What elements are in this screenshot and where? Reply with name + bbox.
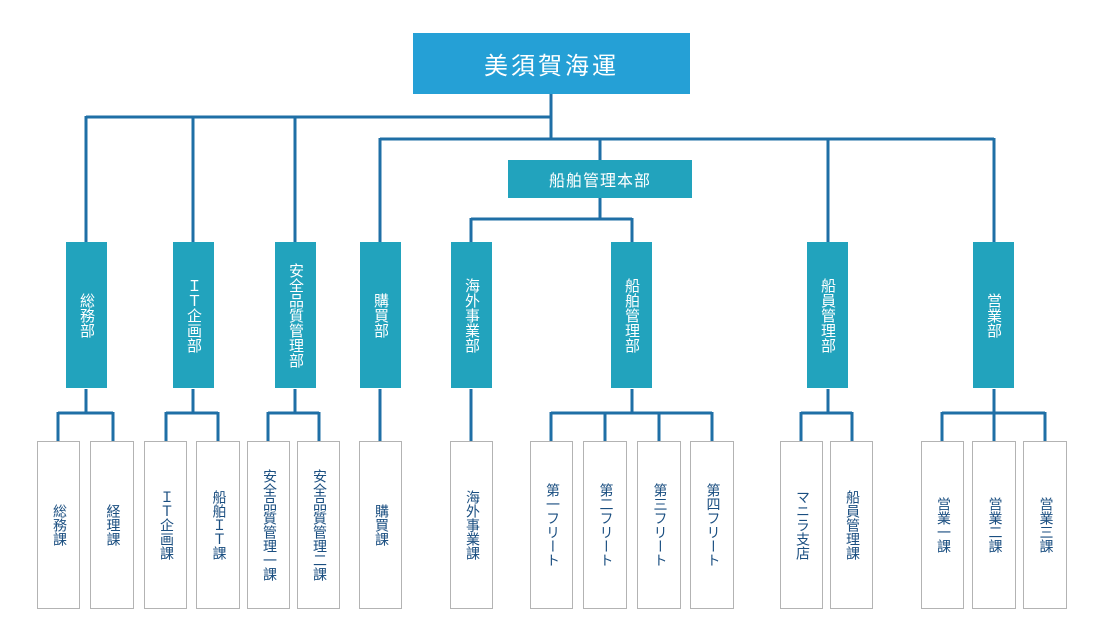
section-box: ＩＴ企画課 <box>144 441 187 609</box>
section-label: 船員管理課 <box>844 490 860 560</box>
department-box: ＩＴ企画部 <box>173 242 214 388</box>
section-label: 安全品質管理二課 <box>311 469 327 581</box>
section-label: 安全品質管理一課 <box>261 469 277 581</box>
department-label: ＩＴ企画部 <box>185 277 203 353</box>
section-box: 経理課 <box>90 441 134 609</box>
section-box: 営業二課 <box>972 441 1016 609</box>
section-label: 第二フリート <box>597 483 614 567</box>
section-box: 安全品質管理一課 <box>247 441 290 609</box>
section-label: 海外事業課 <box>464 490 480 560</box>
section-label: 営業三課 <box>1037 497 1054 553</box>
department-label: 総務部 <box>78 292 96 338</box>
headquarters-name: 船舶管理本部 <box>548 171 651 190</box>
section-box: マニラ支店 <box>780 441 823 609</box>
section-label: ＩＴ企画課 <box>158 490 174 560</box>
section-label: 経理課 <box>104 504 121 546</box>
section-box: 営業一課 <box>921 441 964 609</box>
section-label: マニラ支店 <box>794 490 810 560</box>
section-label: 船舶ＩＴ課 <box>210 490 227 560</box>
company-name: 美須賀海運 <box>484 52 619 80</box>
section-box: 船舶ＩＴ課 <box>196 441 240 609</box>
department-box: 総務部 <box>66 242 107 388</box>
department-box: 船舶管理部 <box>611 242 652 388</box>
department-box: 海外事業部 <box>451 242 492 388</box>
section-label: 購買課 <box>373 504 389 546</box>
section-box: 購買課 <box>359 441 402 609</box>
department-label: 船舶管理部 <box>623 277 641 353</box>
section-box: 第三フリート <box>637 441 681 609</box>
section-label: 第一フリート <box>544 483 560 567</box>
section-box: 海外事業課 <box>450 441 493 609</box>
department-box: 安全品質管理部 <box>275 242 316 388</box>
section-label: 第三フリート <box>651 483 668 567</box>
headquarters-box: 船舶管理本部 <box>508 160 692 198</box>
department-label: 購買部 <box>372 292 390 338</box>
department-label: 海外事業部 <box>463 277 481 353</box>
department-box: 船員管理部 <box>807 242 848 388</box>
section-box: 第二フリート <box>583 441 627 609</box>
department-box: 購買部 <box>360 242 401 388</box>
section-box: 第一フリート <box>530 441 573 609</box>
section-box: 営業三課 <box>1023 441 1067 609</box>
section-label: 営業一課 <box>935 497 951 553</box>
department-label: 安全品質管理部 <box>287 262 305 368</box>
company-box: 美須賀海運 <box>413 33 690 94</box>
section-box: 安全品質管理二課 <box>297 441 340 609</box>
section-label: 第四フリート <box>704 483 721 567</box>
section-box: 総務課 <box>37 441 80 609</box>
section-box: 船員管理課 <box>830 441 873 609</box>
section-label: 総務課 <box>51 504 67 546</box>
section-box: 第四フリート <box>690 441 734 609</box>
section-label: 営業二課 <box>986 497 1003 553</box>
department-box: 営業部 <box>973 242 1014 388</box>
department-label: 営業部 <box>985 292 1003 338</box>
department-label: 船員管理部 <box>819 277 837 353</box>
